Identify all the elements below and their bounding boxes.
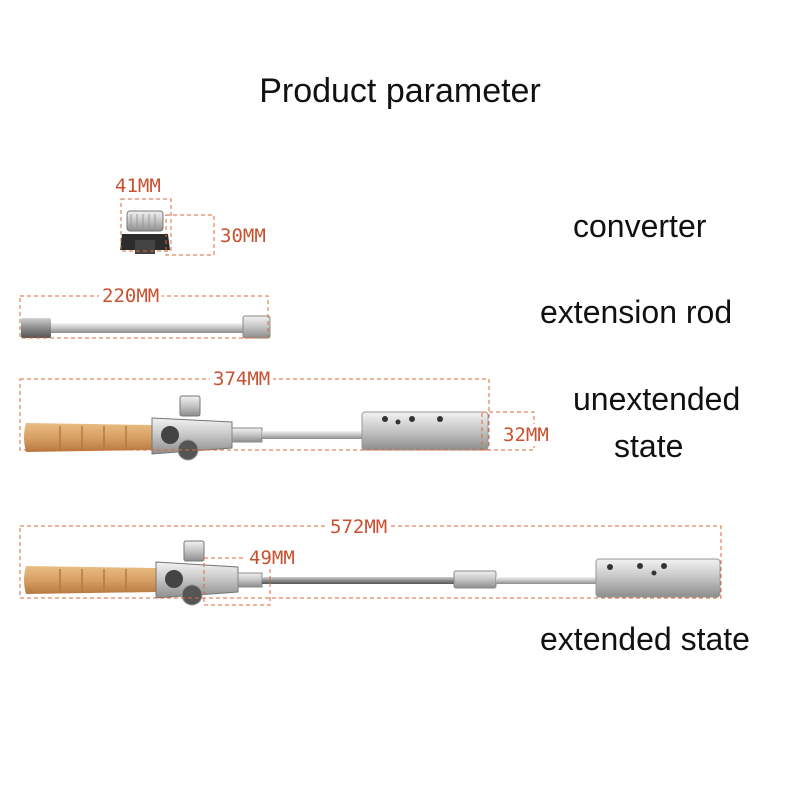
unextended-torch-image bbox=[24, 395, 489, 461]
extended-valve-label: 49MM bbox=[246, 547, 298, 569]
converter-dimension-lines bbox=[120, 198, 215, 256]
extended-label: extended state bbox=[540, 621, 750, 657]
unextended-label-line1: unextended bbox=[573, 381, 741, 417]
unextended-length-label: 374MM bbox=[210, 368, 274, 390]
converter-label: converter bbox=[573, 208, 707, 244]
extension-rod-label: extension rod bbox=[540, 294, 733, 330]
extension-rod-image bbox=[21, 315, 271, 339]
rod-dimension-line bbox=[19, 295, 269, 339]
page-title: Product parameter bbox=[259, 72, 541, 110]
extended-torch-image bbox=[24, 540, 721, 606]
rod-length-label: 220MM bbox=[99, 285, 163, 307]
extended-length-label: 572MM bbox=[327, 516, 391, 538]
converter-height-label: 30MM bbox=[217, 225, 269, 247]
converter-image bbox=[120, 210, 170, 254]
converter-width-label: 41MM bbox=[112, 175, 164, 197]
unextended-diameter-label: 32MM bbox=[500, 424, 552, 446]
unextended-label-line2: state bbox=[614, 428, 684, 464]
